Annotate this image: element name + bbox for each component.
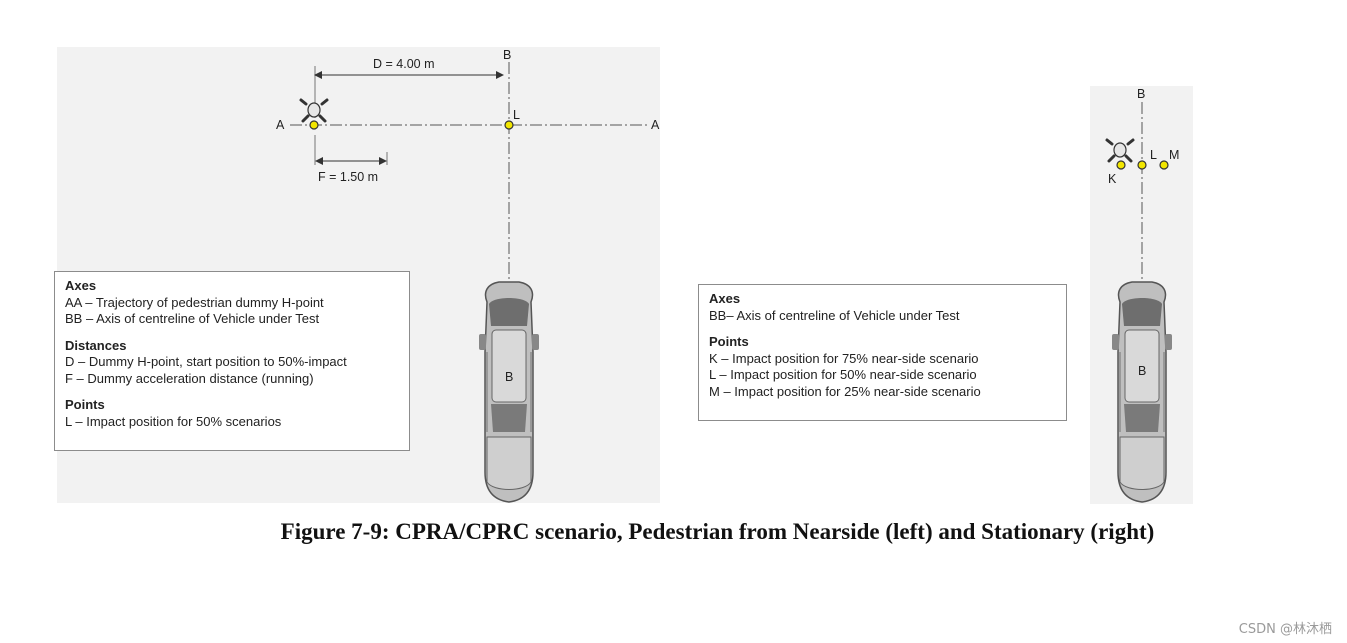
axis-b-top-label-left: B [503,48,512,62]
impact-point-k [1116,160,1126,170]
legend-distances-title: Distances [65,337,127,353]
point-l-label-right: L [1150,148,1157,162]
legend-line: K – Impact position for 75% near-side sc… [709,350,979,366]
start-point-marker [309,120,319,130]
legend-line: M – Impact position for 25% near-side sc… [709,383,981,399]
legend-line: L – Impact position for 50% near-side sc… [709,367,977,382]
impact-point-m [1159,160,1169,170]
legend-points-title: Points [65,397,105,412]
legend-left: Axes AA – Trajectory of pedestrian dummy… [54,271,410,451]
axis-b-car-label-left: B [505,370,514,384]
axis-b-top-label-right: B [1137,87,1146,101]
figure-caption: Figure 7-9: CPRA/CPRC scenario, Pedestri… [280,519,1155,544]
point-k-label: K [1108,172,1117,186]
dimension-d-label: D = 4.00 m [373,57,435,71]
pedestrian-dummy-left [299,98,329,123]
legend-line: AA – Trajectory of pedestrian dummy H-po… [65,294,324,310]
axis-b-car-label-right: B [1138,364,1147,378]
impact-point-l-left [504,120,514,130]
vehicle-under-test-left [478,281,540,503]
legend-line: D – Dummy H-point, start position to 50%… [65,354,347,369]
axis-a-right-label: A [651,118,660,132]
pedestrian-dummy-right [1105,138,1135,163]
impact-point-l-right [1137,160,1147,170]
dimension-f-label: F = 1.50 m [318,170,379,184]
legend-points-title: Points [709,334,749,349]
point-m-label: M [1169,148,1180,162]
legend-line: BB – Axis of centreline of Vehicle under… [65,311,320,326]
vehicle-under-test-right [1111,281,1173,503]
legend-line: F – Dummy acceleration distance (running… [65,370,314,386]
axis-a-left-label: A [276,118,285,132]
legend-axes-title: Axes [709,291,741,306]
point-l-label-left: L [513,108,520,122]
legend-axes-title: Axes [65,278,97,293]
legend-line: L – Impact position for 50% scenarios [65,413,282,429]
watermark: CSDN @林沐栖 [1238,622,1332,637]
legend-right: Axes BB– Axis of centreline of Vehicle u… [698,284,1067,421]
legend-line: BB– Axis of centreline of Vehicle under … [709,307,960,323]
